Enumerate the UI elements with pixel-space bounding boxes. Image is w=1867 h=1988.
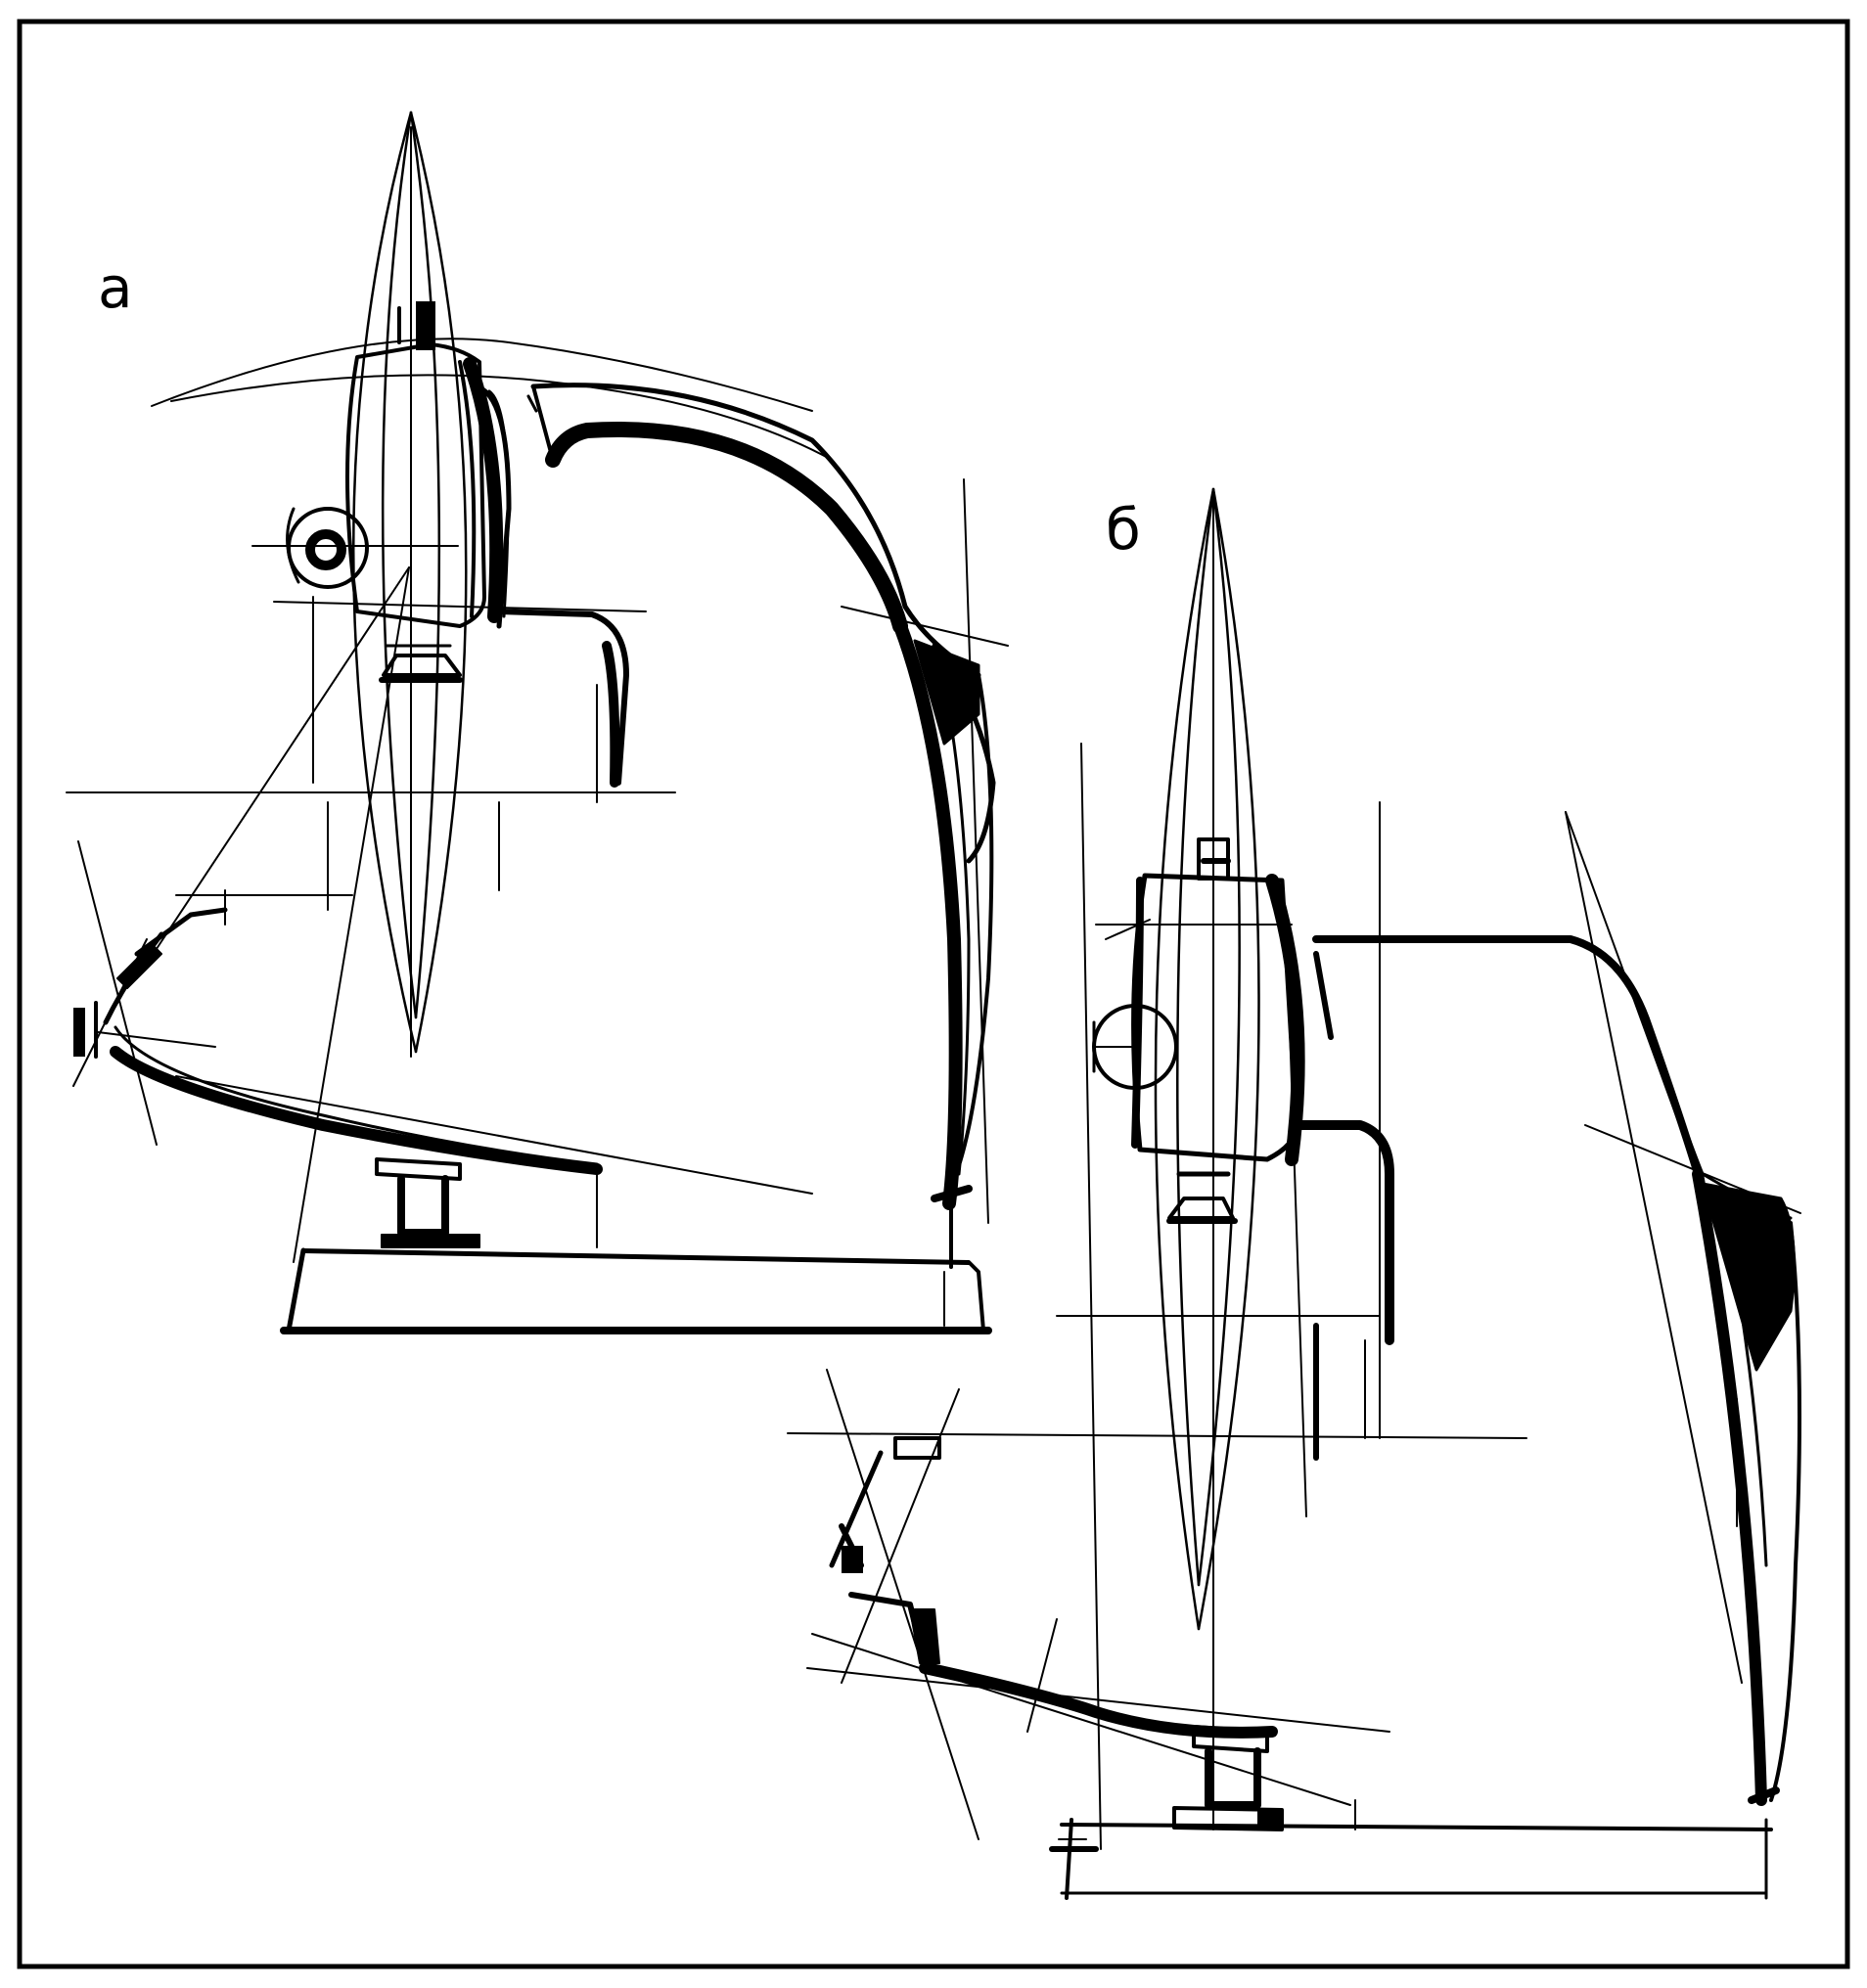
sketch-b-handwheel: [1092, 1004, 1178, 1090]
sketch-b: [787, 487, 1801, 1900]
sketch-b-bed: [829, 1436, 1278, 1739]
sketch-a: [66, 111, 1009, 1334]
sketch-b-lens-outline: [1154, 487, 1260, 1631]
sketch-b-needle-arm: [1292, 1120, 1394, 1461]
sketch-b-head: [1105, 837, 1305, 1166]
sketch-a-construction-lines: [66, 126, 1009, 1263]
sketch-a-handwheel: [286, 507, 369, 589]
sketch-b-presser-foot: [1166, 1171, 1238, 1224]
sketch-b-base: [1049, 1818, 1773, 1900]
sketch-a-head: [345, 301, 512, 629]
panel-label-b: б: [1106, 496, 1141, 563]
sketch-b-construction-lines: [787, 488, 1801, 1850]
panel-label-a: а: [98, 254, 133, 321]
sketch-a-presser-foot: [379, 644, 463, 683]
sketch-a-pedestal: [375, 1157, 480, 1248]
sketch-a-needle-arm: [496, 609, 629, 788]
sketch-a-lens-outline: [352, 111, 468, 1054]
sketch-b-arm: [1312, 935, 1801, 1806]
sketch-a-arm: [526, 383, 996, 1269]
sketch-a-bed: [73, 907, 603, 1175]
figure-frame: [17, 19, 1850, 1969]
sketch-a-base: [280, 1247, 992, 1334]
